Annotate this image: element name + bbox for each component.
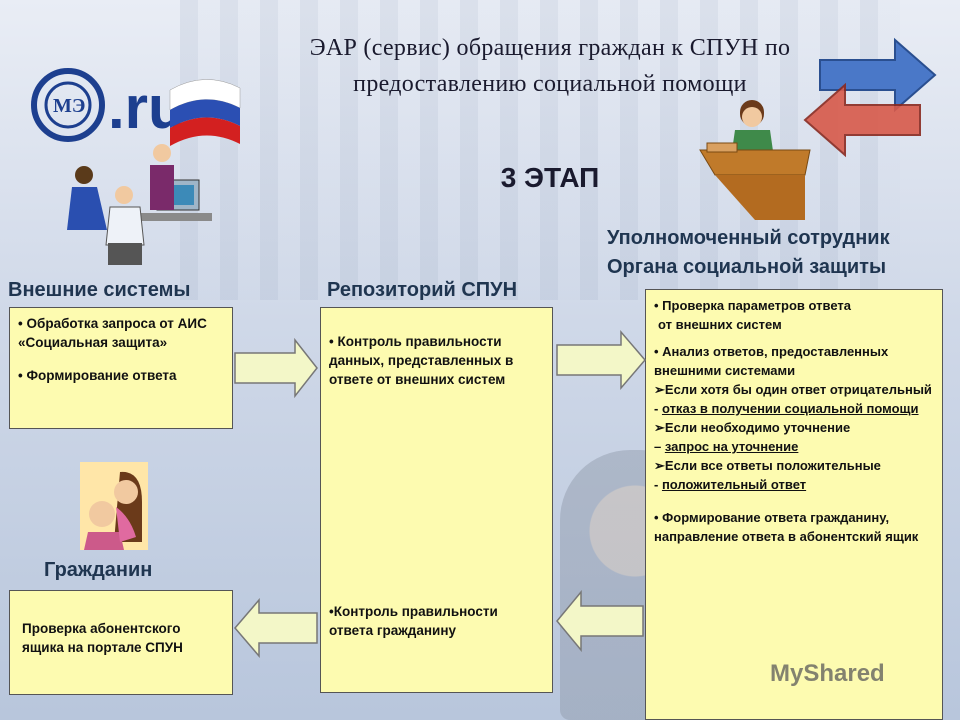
employee-item-analysis: • Анализ ответов, предоставленных внешни… (654, 344, 889, 378)
employee-cond-negative: ➢Если хотя бы один ответ отрицательный (654, 382, 932, 397)
external-systems-label: Внешние системы (8, 279, 191, 301)
checkmark-arrow-icon: ➢ (654, 458, 665, 473)
employee-result-clarify: – запрос на уточнение (654, 439, 799, 454)
stage-label: 3 ЭТАП (500, 162, 600, 193)
employee-box: • Проверка параметров ответа от внешних … (645, 289, 943, 720)
citizen-illustration (80, 462, 148, 550)
employee-item-check-params-cont: от внешних систем (658, 317, 782, 332)
arrow-right-external-to-repo (234, 338, 318, 398)
page-title: ЭАР (сервис) обращения граждан к СПУН по… (309, 35, 791, 97)
employee-result-positive: - положительный ответ (654, 477, 807, 492)
citizen-item-check: Проверка абонентского ящика на портале С… (22, 621, 183, 655)
external-item-forming: • Формирование ответа (18, 368, 177, 383)
arrow-right-repo-to-employee (556, 330, 646, 390)
office-workers-illustration (67, 144, 212, 265)
external-item-processing: • Обработка запроса от АИС «Социальная з… (18, 316, 207, 350)
watermark: MyShared (770, 660, 885, 687)
citizen-box: Проверка абонентского ящика на портале С… (9, 590, 233, 695)
external-systems-box: • Обработка запроса от АИС «Социальная з… (9, 307, 233, 429)
arrow-left-repo-to-citizen (234, 598, 318, 658)
employee-result-negative: - отказ в получении социальной помощи (654, 401, 919, 416)
repo-item-answer-control: •Контроль правильности ответа гражданину (329, 604, 498, 638)
repository-label: Репозиторий СПУН (327, 279, 518, 301)
citizen-label: Гражданин (44, 559, 153, 581)
employee-item-check-params: • Проверка параметров ответа (654, 298, 851, 313)
exchange-arrows-icon (803, 37, 937, 158)
checkmark-arrow-icon: ➢ (654, 420, 665, 435)
repository-box: • Контроль правильности данных, представ… (320, 307, 553, 693)
mert-ru-logo: МЭ .ru (31, 68, 241, 146)
employee-label-line1: Уполномоченный сотрудник (607, 227, 890, 249)
repo-item-data-control: • Контроль правильности данных, представ… (329, 334, 514, 387)
svg-text:МЭ: МЭ (53, 95, 85, 117)
employee-desk-illustration (699, 100, 811, 220)
arrow-left-employee-to-repo (556, 590, 644, 652)
employee-cond-clarify: ➢Если необходимо уточнение (654, 420, 851, 435)
checkmark-arrow-icon: ➢ (654, 382, 665, 397)
employee-cond-positive: ➢Если все ответы положительные (654, 458, 881, 473)
employee-label-line2: Органа социальной защиты (607, 256, 887, 278)
employee-item-forming: • Формирование ответа гражданину, направ… (654, 510, 919, 544)
